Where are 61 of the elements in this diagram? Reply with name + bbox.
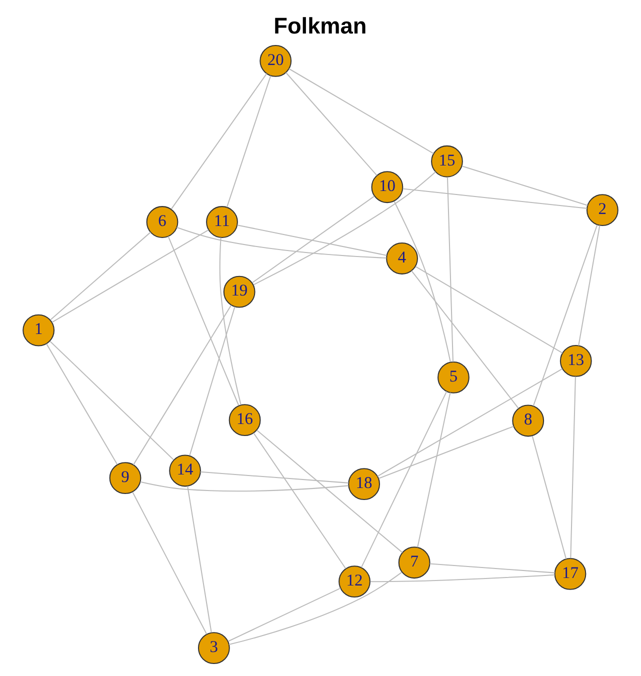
node-circle: 8 (512, 404, 544, 437)
connector (377, 368, 563, 477)
connector (140, 481, 348, 492)
node-circle: 2 (586, 194, 618, 226)
node-circle: 13 (560, 345, 592, 377)
connector (253, 432, 346, 569)
connector (46, 344, 118, 465)
connector (189, 306, 236, 456)
connector (394, 201, 451, 362)
node-circle: 11 (206, 206, 238, 238)
node-circle: 6 (146, 206, 178, 238)
connector (532, 224, 598, 406)
connector (132, 304, 232, 466)
connector (288, 68, 434, 154)
connector (200, 471, 349, 484)
connector (50, 340, 174, 460)
connector (462, 166, 588, 206)
connector (168, 236, 240, 406)
connector (378, 426, 514, 479)
node-circle: 1 (22, 314, 55, 346)
connector (50, 232, 151, 320)
connector (132, 492, 208, 634)
node-circle: 17 (554, 558, 586, 590)
node-circle: 14 (169, 454, 201, 487)
connector (532, 436, 567, 560)
diagram-title: Folkman (274, 12, 367, 39)
node-circle: 20 (260, 44, 292, 77)
connector (578, 225, 600, 346)
connector (430, 563, 555, 574)
node-circle: 18 (348, 468, 380, 500)
connector (253, 171, 436, 286)
connector (219, 238, 242, 405)
node-circle: 16 (228, 404, 261, 436)
connector (402, 188, 587, 209)
connector (228, 588, 341, 642)
connector (370, 574, 555, 582)
connector (446, 177, 454, 362)
node-circle: 15 (431, 145, 463, 178)
connector (411, 270, 519, 409)
connector (52, 230, 209, 323)
node-circle: 5 (438, 361, 470, 394)
node-circle: 19 (223, 276, 256, 308)
connector (171, 73, 268, 210)
connector (252, 196, 375, 284)
connector (360, 391, 448, 568)
connector (226, 76, 272, 208)
node-circle: 9 (109, 462, 142, 494)
connector (237, 224, 387, 256)
node-circle: 12 (338, 566, 370, 598)
connector (176, 226, 386, 258)
connector (570, 376, 576, 558)
connector (256, 430, 403, 553)
node-circle: 7 (398, 546, 430, 579)
connector (415, 266, 563, 354)
node-circle: 10 (371, 171, 404, 204)
connector (228, 572, 402, 646)
connector (417, 392, 451, 548)
node-circle: 3 (198, 632, 230, 664)
connector (187, 486, 212, 633)
node-circle: 4 (386, 242, 418, 274)
connector (286, 72, 378, 176)
